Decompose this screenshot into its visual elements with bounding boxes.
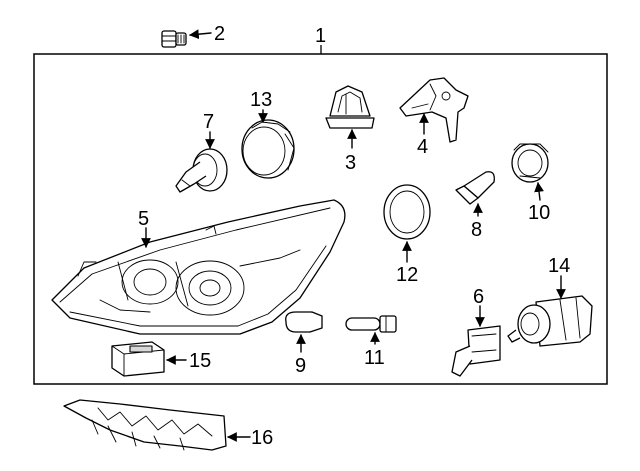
part-capsule-bulb: [345, 315, 397, 333]
part-module: [111, 341, 165, 377]
callout-4: 4: [417, 136, 428, 158]
part-bracket: [399, 77, 469, 143]
callout-leader-2: [189, 29, 212, 40]
callout-15: 15: [189, 350, 211, 372]
callout-1: 1: [315, 25, 326, 47]
part-headlamp-assembly: [51, 199, 346, 335]
part-mounting-bracket: [63, 399, 227, 451]
part-bolt: [161, 30, 187, 48]
callout-16: 16: [251, 427, 273, 449]
callout-9: 9: [295, 355, 306, 377]
callout-5: 5: [138, 208, 149, 230]
callout-6: 6: [473, 286, 484, 308]
callout-8: 8: [471, 219, 482, 241]
part-clip: [325, 85, 375, 129]
callout-leader-10: [534, 182, 544, 201]
callout-12: 12: [396, 264, 418, 286]
callout-3: 3: [345, 152, 356, 174]
callout-14: 14: [548, 255, 570, 277]
callout-10: 10: [528, 202, 550, 224]
callout-13: 13: [250, 89, 272, 111]
callout-7: 7: [203, 111, 214, 133]
part-o-ring: [383, 184, 431, 240]
part-bulb-socket: [511, 143, 549, 183]
part-socket-ring: [241, 119, 295, 179]
callout-11: 11: [364, 347, 385, 369]
callout-2: 2: [214, 23, 225, 45]
part-small-bulb: [285, 311, 323, 333]
part-wedge-bulb: [455, 171, 495, 205]
part-hid-bulb: [451, 325, 501, 377]
part-igniter: [507, 295, 593, 347]
part-bulb-h: [175, 148, 228, 193]
